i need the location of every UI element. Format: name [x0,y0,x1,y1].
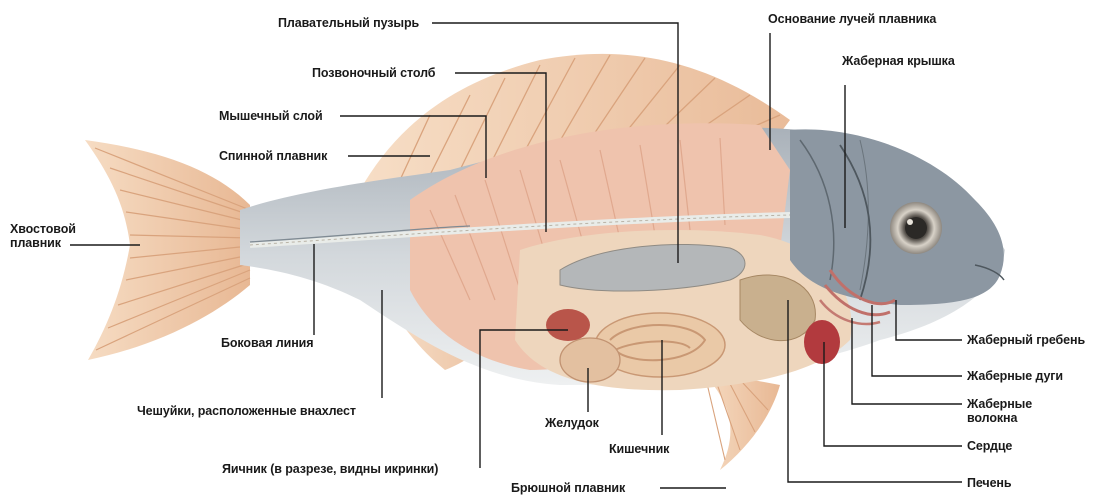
label-tail-fin: Хвостовой плавник [10,222,82,250]
label-gill-filaments: Жаберные волокна [967,397,1057,425]
heart-shape [804,320,840,364]
leader-heart [824,342,962,446]
label-liver: Печень [967,476,1011,490]
label-dorsal-fin: Спинной плавник [219,149,327,163]
stomach-shape [560,338,620,382]
label-scales: Чешуйки, расположенные внахлест [137,404,356,418]
label-gill-rakers: Жаберный гребень [967,333,1085,347]
label-gill-cover: Жаберная крышка [842,54,955,68]
label-muscle-layer: Мышечный слой [219,109,323,123]
label-stomach: Желудок [545,416,599,430]
label-fin-ray-base: Основание лучей плавника [768,12,936,26]
ovary-shape [546,309,590,341]
label-pelvic-fin: Брюшной плавник [511,481,625,495]
label-heart: Сердце [967,439,1012,453]
label-swim-bladder: Плавательный пузырь [278,16,419,30]
label-gill-arches: Жаберные дуги [967,369,1063,383]
label-ovary: Яичник (в разрезе, видны икринки) [222,462,438,476]
label-lateral-line: Боковая линия [221,336,313,350]
head-shape [790,129,1004,305]
label-intestine: Кишечник [609,442,669,456]
label-spine: Позвоночный столб [312,66,435,80]
tail-fin-shape [85,140,250,360]
